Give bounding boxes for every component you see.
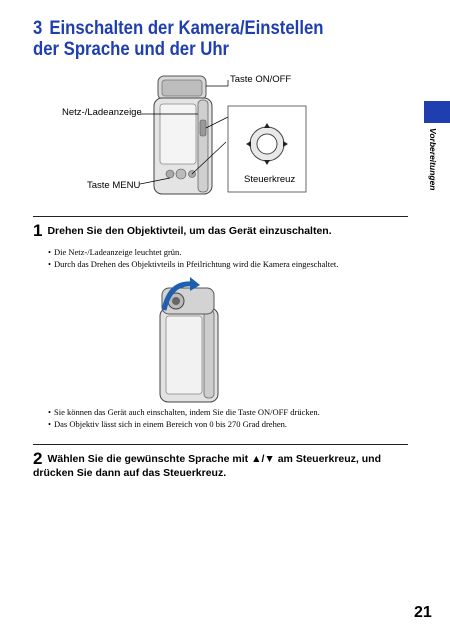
step-1-text: Drehen Sie den Objektivteil, um das Gerä… [47,225,332,237]
section-number: 3 [33,18,43,39]
page-number: 21 [414,604,432,621]
list-item: Durch das Drehen des Objektivteils in Pf… [48,258,408,270]
step-1-number: 1 [33,221,43,240]
list-item: Sie können das Gerät auch einschalten, i… [48,406,408,418]
chapter-tab-marker [424,101,450,123]
camera-diagram [140,75,307,195]
charge-lamp-label: Netz-/Ladeanzeige [62,107,142,118]
step-2-text: Wählen Sie die gewünschte Sprache mit ▲/… [33,453,381,479]
section-title: Einschalten der Kamera/Einstellen der Sp… [33,18,324,60]
step-2-number: 2 [33,449,43,468]
camera-rotation-diagram [159,277,219,403]
power-key-label: Taste ON/OFF [230,74,292,85]
menu-key-label: Taste MENU [87,180,141,191]
list-item: Die Netz-/Ladeanzeige leuchtet grün. [48,246,408,258]
divider-step-1 [33,216,408,217]
list-item: Das Objektiv lässt sich in einem Bereich… [48,418,408,430]
divider-step-2 [33,444,408,445]
step-1-bullets: Die Netz-/Ladeanzeige leuchtet grün. Dur… [48,246,408,270]
control-pad-label: Steuerkreuz [244,174,296,185]
chapter-tab-label: Vorbereitungen [428,128,442,208]
chapter-tab-text: Vorbereitungen [428,128,438,191]
step-1-notes: Sie können das Gerät auch einschalten, i… [48,406,408,430]
step-1: 1 Drehen Sie den Objektivteil, um das Ger… [33,221,405,240]
